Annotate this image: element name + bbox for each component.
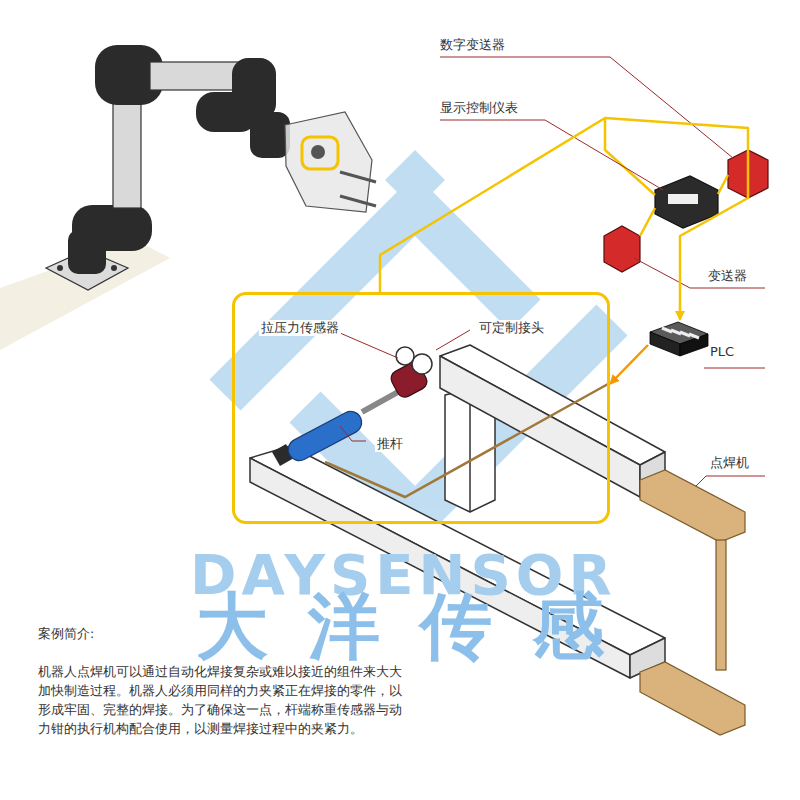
node-text: 拉压力传感器 [259, 320, 341, 336]
watermark-logo [225, 150, 612, 517]
plc-face [680, 334, 708, 356]
signal-wire [718, 175, 728, 194]
joint-pin [396, 347, 414, 365]
highlight-ring [302, 137, 338, 169]
leader-line [440, 120, 663, 190]
gripper-claw [340, 196, 376, 206]
plc-face [650, 332, 680, 356]
device-label: 数字变送器 [440, 37, 505, 53]
leader-line [440, 57, 733, 158]
note-body: 机器人点焊机可以通过自动化焊接复杂或难以接近的组件来大大加快制造过程。机器人必须… [38, 662, 410, 738]
device-label: 点焊机 [710, 455, 749, 471]
signal-wire [640, 208, 655, 236]
device-label: 显示控制仪表 [440, 100, 518, 116]
leader-line [340, 426, 366, 441]
node-text: 可定制接头 [477, 320, 546, 336]
plc-device: PLC [648, 320, 742, 366]
push-rod [362, 392, 398, 412]
device-label: 变送器 [708, 268, 747, 284]
bolt [57, 265, 63, 271]
node-text: 推杆 [375, 436, 405, 452]
electrode [716, 540, 726, 670]
logo-diamond [385, 150, 445, 210]
push-rod-cylinder [285, 408, 366, 465]
bolt [111, 265, 117, 271]
transmitter [604, 226, 640, 272]
gripper-sensor [311, 145, 325, 159]
robot-wrist [250, 112, 290, 158]
power-wire [325, 384, 608, 497]
leader-line [704, 368, 765, 369]
node-text: PLC [710, 344, 734, 360]
robot-upper-arm [150, 62, 245, 90]
electrode-arm [640, 662, 745, 735]
signal-connector [610, 345, 648, 384]
watermark: 大洋传感 [196, 588, 644, 664]
signal-wire [605, 118, 655, 195]
robot-column [113, 98, 141, 208]
welder-post-edge [469, 400, 471, 512]
note-heading: 案例简介: [38, 626, 94, 642]
leader-line [436, 330, 470, 350]
meter-screen [668, 194, 698, 204]
welder-upper-arm [440, 356, 640, 497]
plc-slot [689, 334, 699, 338]
leader-line [340, 333, 398, 358]
signal-connector [380, 118, 748, 320]
leader-line [634, 258, 765, 288]
plc-symbol [648, 320, 710, 360]
robot-gripper [285, 112, 372, 212]
joint-pin [412, 354, 432, 374]
electrode-arm [640, 470, 745, 542]
zoom-region: 拉压力传感器 可定制接头推杆 [232, 292, 610, 524]
robot-joint [196, 92, 258, 132]
robot-joint [72, 205, 152, 251]
gripper-claw [340, 172, 376, 182]
